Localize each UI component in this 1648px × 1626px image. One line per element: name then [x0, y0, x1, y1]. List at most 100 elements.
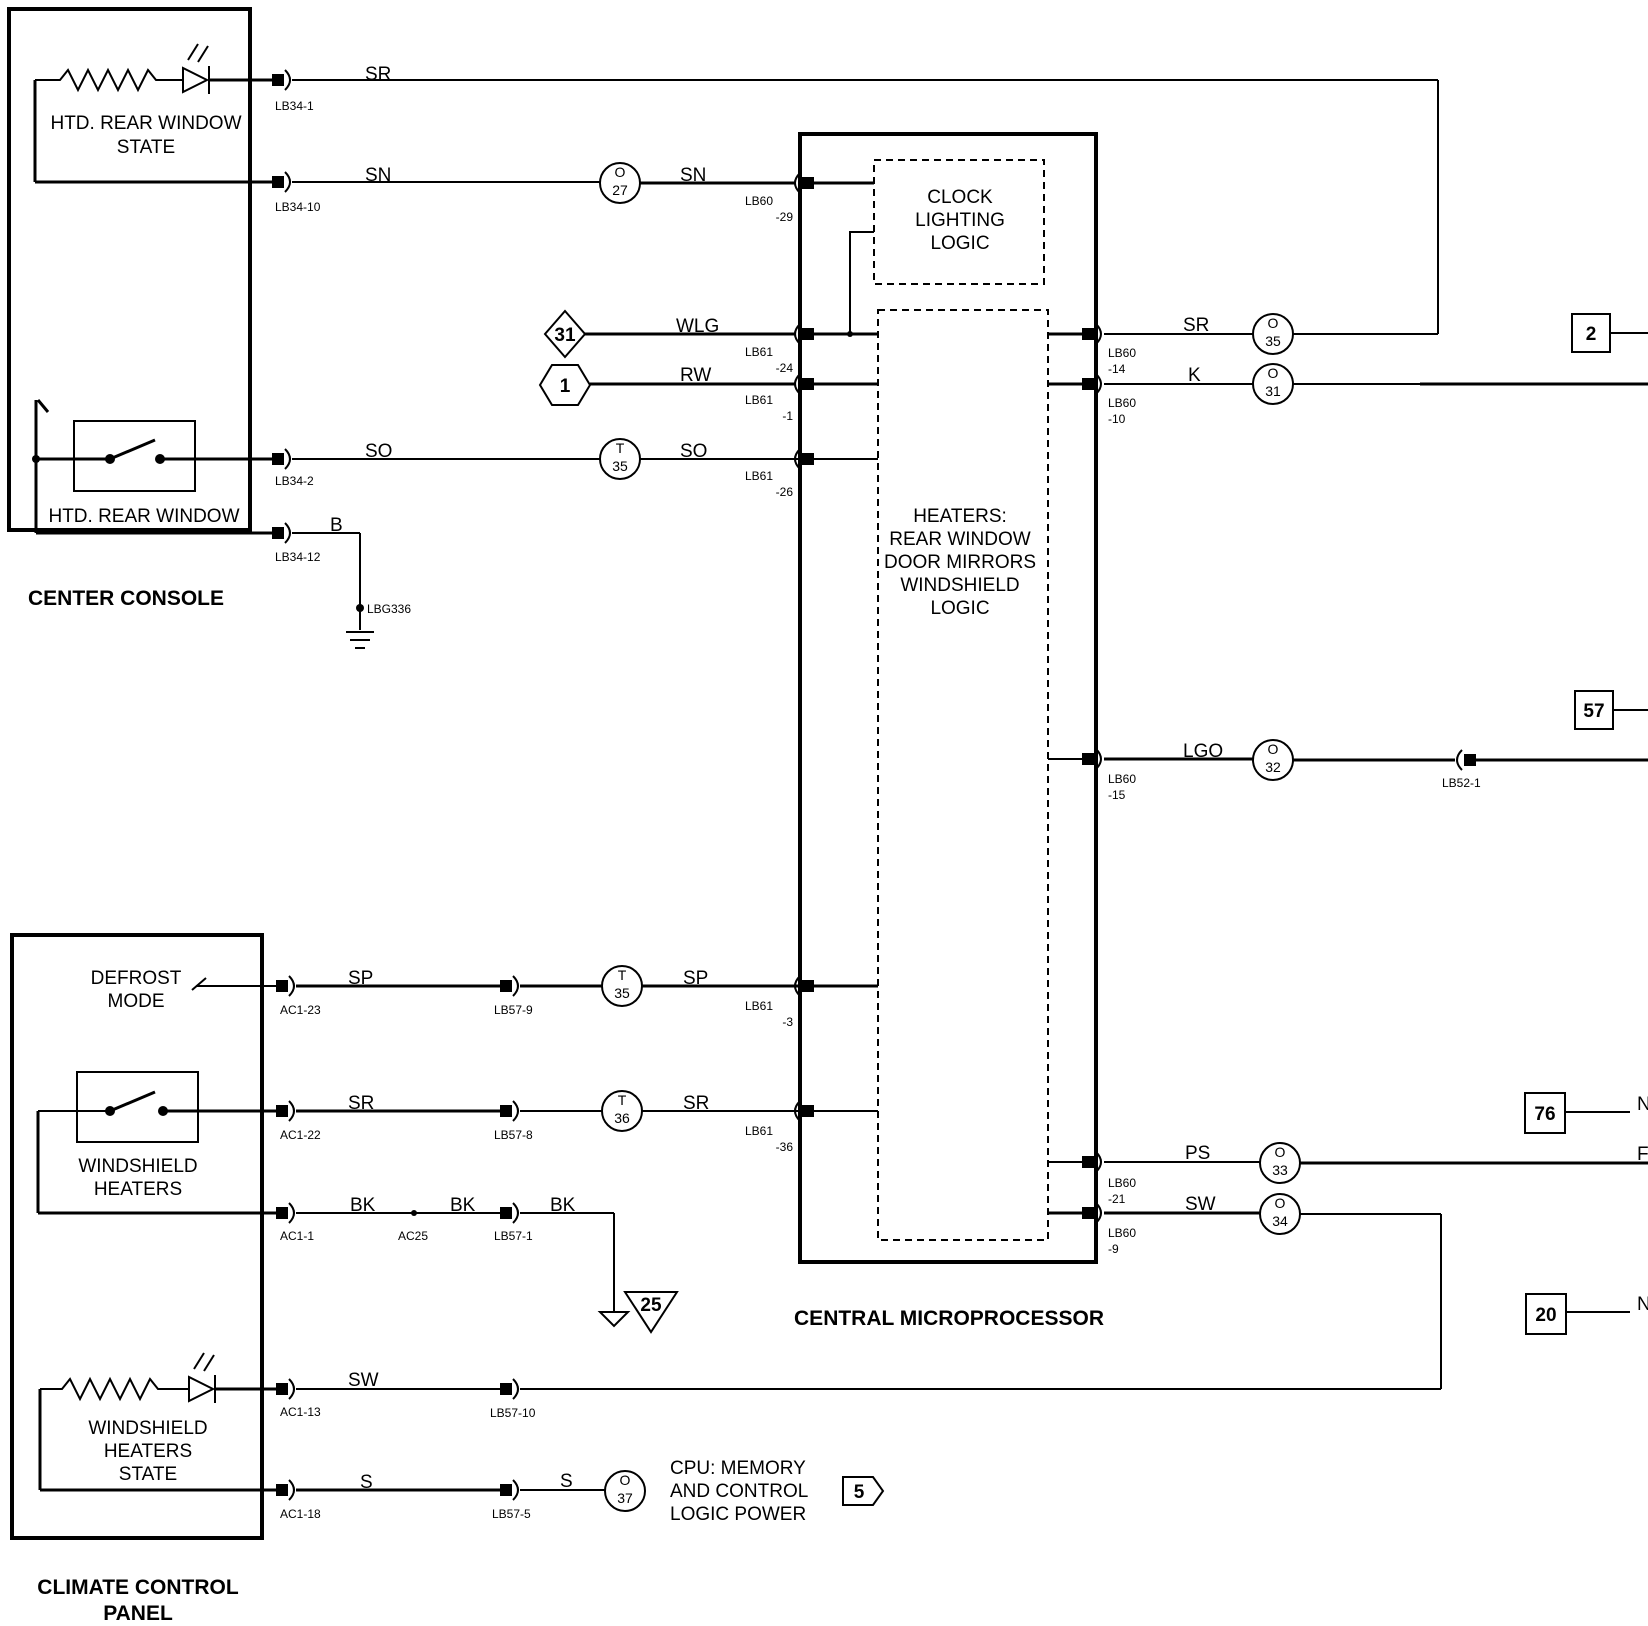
lb61-26-a: LB61 [745, 469, 773, 483]
htd-rear-window-switch-box [73, 420, 196, 492]
splice-35-sr-num: 35 [1265, 333, 1281, 349]
splice-37-sym: O [620, 1472, 631, 1488]
splice-34-num: 34 [1272, 1213, 1288, 1229]
lb34-10-label: LB34-10 [275, 200, 321, 214]
central-microprocessor-label: CENTRAL MICROPROCESSOR [794, 1307, 1104, 1330]
page-ref-box-20-num: 20 [1535, 1305, 1556, 1326]
wire-color-bk2: BK [450, 1195, 476, 1216]
connector-lb61-1 [794, 373, 814, 395]
lb61-1-b: -1 [782, 409, 793, 423]
splice-35-so-num: 35 [612, 458, 628, 474]
wire-color-sr-top: SR [365, 64, 391, 85]
page-ref-box-76-num: 76 [1534, 1104, 1555, 1125]
wire-color-bk1: BK [350, 1195, 376, 1216]
lb60-9-b: -9 [1108, 1242, 1119, 1256]
splice-33-num: 33 [1272, 1162, 1288, 1178]
lb57-5-label: LB57-5 [492, 1507, 531, 1521]
edge-letter-n-76: N [1637, 1094, 1648, 1115]
hex-ref-1-num: 1 [560, 376, 571, 397]
wire-color-sr-right: SR [1183, 315, 1209, 336]
splice-35-sp-num: 35 [614, 985, 630, 1001]
windshield-heaters-line2: HEATERS [94, 1179, 182, 1200]
heaters-logic-line2: REAR WINDOW [889, 529, 1031, 550]
edge-letter-n-20: N [1637, 1294, 1648, 1315]
splice-27-num: 27 [612, 182, 628, 198]
heaters-logic-line5: LOGIC [930, 598, 989, 619]
lb60-29-b: -29 [776, 210, 794, 224]
diamond-ref-31 [543, 309, 587, 359]
connector-lb60-10 [1082, 373, 1102, 395]
clock-logic-line3: LOGIC [930, 233, 989, 254]
wire-color-sr2-left: SR [348, 1093, 374, 1114]
splice-34-sym: O [1275, 1195, 1286, 1211]
connector-lb61-24 [794, 323, 814, 345]
connector-ac1-1 [276, 1202, 295, 1224]
connector-lb57-1 [500, 1202, 519, 1224]
lb61-24-a: LB61 [745, 345, 773, 359]
heaters-logic-box [877, 309, 1049, 1241]
lb61-3-a: LB61 [745, 999, 773, 1013]
wire-color-so-left: SO [365, 441, 392, 462]
wire-color-so-right: SO [680, 441, 707, 462]
wire-color-sn-left: SN [365, 165, 391, 186]
windshield-heaters-state-line3: STATE [119, 1464, 177, 1485]
connector-lb34-12 [272, 522, 291, 544]
lb57-10-label: LB57-10 [490, 1406, 536, 1420]
heaters-logic-line3: DOOR MIRRORS [884, 552, 1036, 573]
wire-color-lgo: LGO [1183, 741, 1223, 762]
windshield-heaters-state-line2: HEATERS [104, 1441, 192, 1462]
wire-color-sr2-right: SR [683, 1093, 709, 1114]
connector-lb52-1 [1456, 749, 1476, 771]
lb60-10-b: -10 [1108, 412, 1126, 426]
htd-rear-window-label: HTD. REAR WINDOW [48, 506, 239, 527]
internal-line [849, 231, 874, 334]
lb60-21-a: LB60 [1108, 1176, 1136, 1190]
defrost-mode-line1: DEFROST [91, 968, 182, 989]
led-icon [188, 1352, 216, 1403]
climate-control-panel-box [10, 933, 264, 1540]
connector-lb60-29 [794, 172, 814, 194]
lb61-24-b: -24 [776, 361, 794, 375]
splice-31-num: 31 [1265, 383, 1281, 399]
lb34-2-label: LB34-2 [275, 474, 314, 488]
wire-color-b: B [330, 515, 343, 536]
ac1-23-label: AC1-23 [280, 1003, 321, 1017]
connector-lb34-2 [272, 448, 291, 470]
connector-lb60-21 [1082, 1151, 1102, 1173]
splice-35-sp-sym: T [618, 967, 627, 983]
page-ref-box-20 [1525, 1293, 1567, 1335]
lb61-3-b: -3 [782, 1015, 793, 1029]
lb60-21-b: -21 [1108, 1192, 1126, 1206]
wire-color-sp-right: SP [683, 968, 708, 989]
wire-color-s2: S [560, 1471, 573, 1492]
resistor-symbol [40, 1376, 188, 1402]
connector-lb60-15 [1082, 748, 1102, 770]
windshield-heaters-switch-box [76, 1071, 199, 1143]
connector-ac1-18 [276, 1479, 295, 1501]
wire-color-k: K [1188, 365, 1201, 386]
lb60-29-a: LB60 [745, 194, 773, 208]
ground-icon [346, 631, 374, 649]
ground-stub [36, 399, 50, 413]
splice-ac25 [411, 1210, 417, 1216]
splice-37 [604, 1470, 646, 1512]
wire-color-sp-left: SP [348, 968, 373, 989]
splice-31-sym: O [1268, 365, 1279, 381]
heaters-logic-line4: WINDSHIELD [900, 575, 1019, 596]
clock-logic-line1: CLOCK [927, 187, 993, 208]
connector-ac1-22 [276, 1100, 295, 1122]
splice-32-num: 32 [1265, 759, 1281, 775]
cpu-power-line1: CPU: MEMORY [670, 1458, 806, 1479]
connector-ac1-13 [276, 1378, 295, 1400]
ground-splice [356, 604, 364, 612]
hex-ref-1 [538, 364, 592, 406]
clock-lighting-logic-box [873, 159, 1045, 285]
splice-27-sym: O [615, 164, 626, 180]
clock-logic-line2: LIGHTING [915, 210, 1005, 231]
ac25-label: AC25 [398, 1229, 428, 1243]
cpu-power-line2: AND CONTROL [670, 1481, 808, 1502]
connector-lb60-14 [1082, 323, 1102, 345]
wire-color-wlg: WLG [676, 316, 719, 337]
resistor-symbol [35, 67, 182, 93]
